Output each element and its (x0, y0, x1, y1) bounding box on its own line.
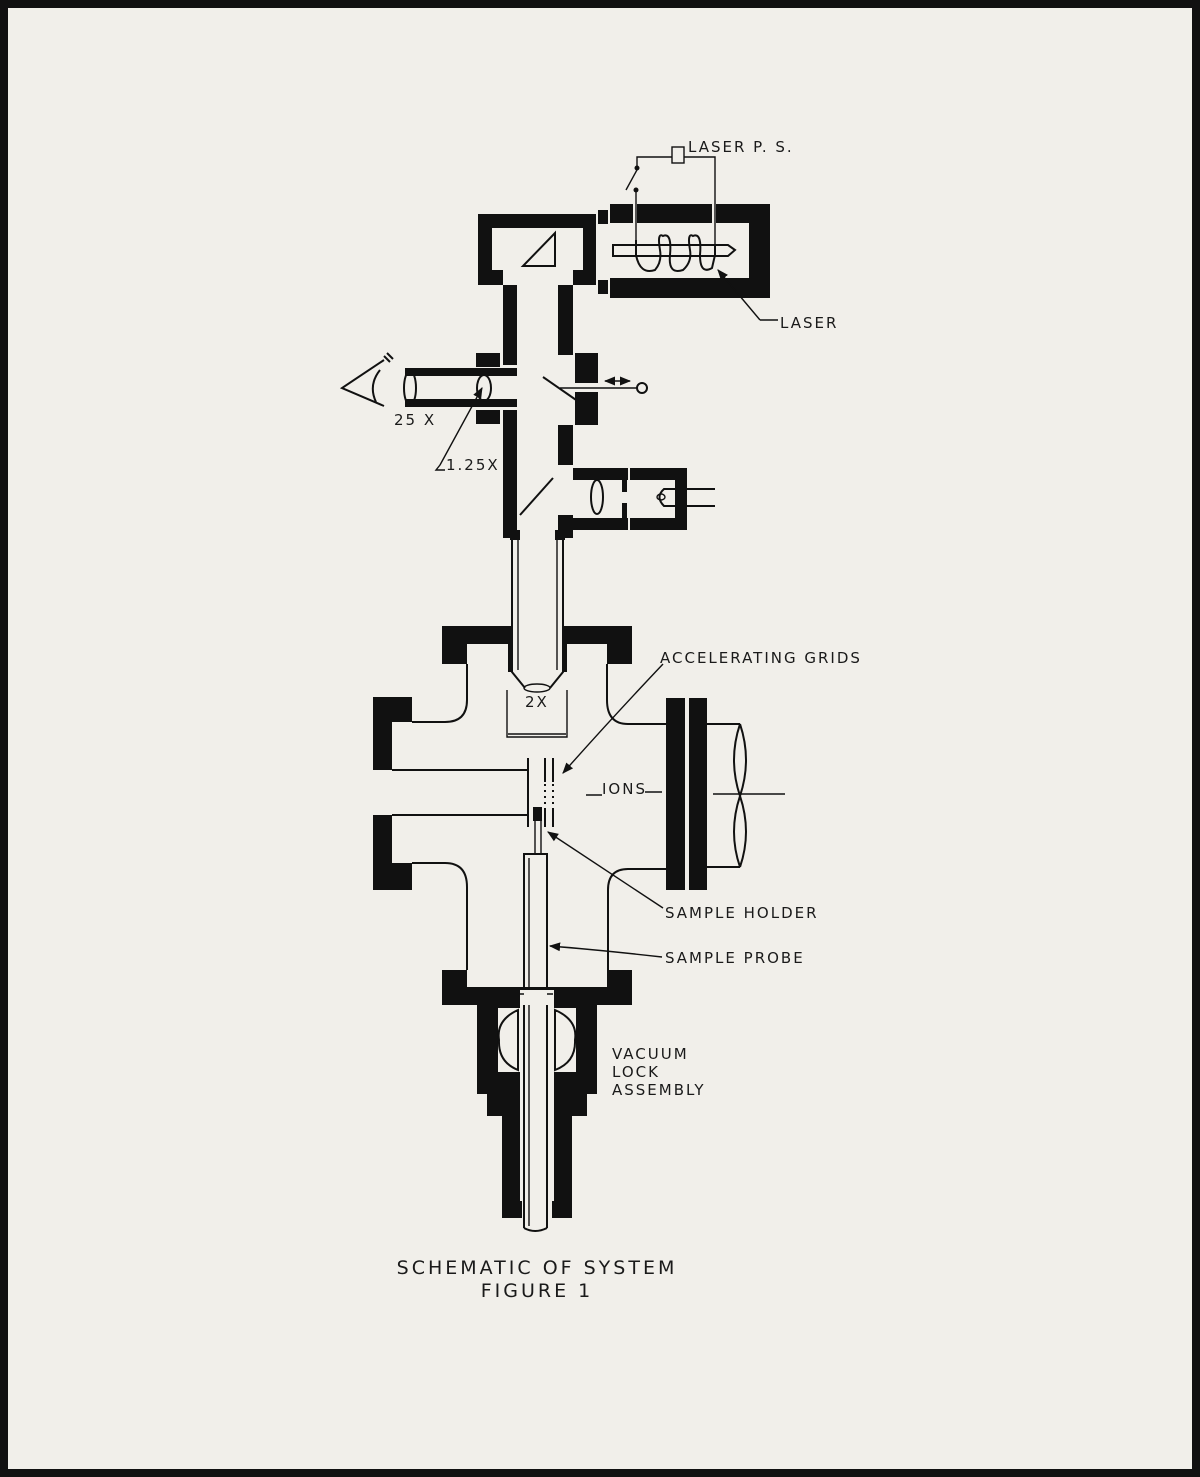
sample-probe (523, 853, 548, 1228)
probe-pointer-arrow (548, 942, 663, 958)
label-vacuum-lock-2: LOCK (612, 1063, 660, 1081)
optical-column (503, 285, 573, 693)
movable-mirror (542, 376, 580, 403)
vacuum-lock-assembly (442, 970, 632, 1218)
ball-valve (497, 1008, 577, 1072)
accelerating-grids (544, 758, 554, 827)
label-vacuum-lock-3: ASSEMBLY (612, 1081, 706, 1099)
grids-pointer-arrow (562, 663, 664, 774)
label-ions: IONS (602, 780, 647, 798)
objective-lens (476, 374, 492, 402)
lamp-port (573, 468, 715, 530)
prism-housing (478, 214, 596, 285)
label-objective-mag: 1.25X (446, 456, 500, 474)
condenser-lens (590, 479, 604, 515)
laser-power-supply: LASER P. S. (625, 138, 794, 245)
prism (520, 230, 556, 267)
laser-housing (598, 204, 770, 298)
label-eyepiece-mag: 25 X (394, 411, 436, 429)
lamp (658, 488, 715, 507)
label-laser: LASER (780, 314, 838, 332)
power-supply-box (671, 146, 685, 164)
sample-probe-assembly (523, 807, 548, 1232)
holder-pointer-arrow (547, 831, 664, 909)
label-vacuum-lock-1: VACUUM (612, 1045, 689, 1063)
laser-pointer-arrow (718, 270, 778, 321)
label-sample-probe: SAMPLE PROBE (665, 949, 805, 967)
movable-mirror-port (542, 353, 648, 425)
paper-sheet (8, 8, 1192, 1469)
eye-icon (339, 352, 394, 407)
label-sample-holder: SAMPLE HOLDER (665, 904, 819, 922)
sample-holder (533, 807, 542, 821)
figure-title: SCHEMATIC OF SYSTEM (397, 1257, 678, 1279)
eyepiece-lens (403, 370, 417, 406)
laser-rod (612, 244, 737, 257)
eyepiece-port: 25 X (339, 352, 517, 429)
flash-lamp-coil (635, 234, 716, 272)
label-laser-ps: LASER P. S. (688, 138, 794, 156)
objective-pointer-arrow (434, 388, 482, 471)
label-lens-mag: 2X (525, 693, 549, 711)
beam-splitter (519, 477, 554, 516)
switch (625, 167, 639, 191)
figure-number: FIGURE 1 (481, 1280, 594, 1302)
label-accelerating-grids: ACCELERATING GRIDS (660, 649, 862, 667)
